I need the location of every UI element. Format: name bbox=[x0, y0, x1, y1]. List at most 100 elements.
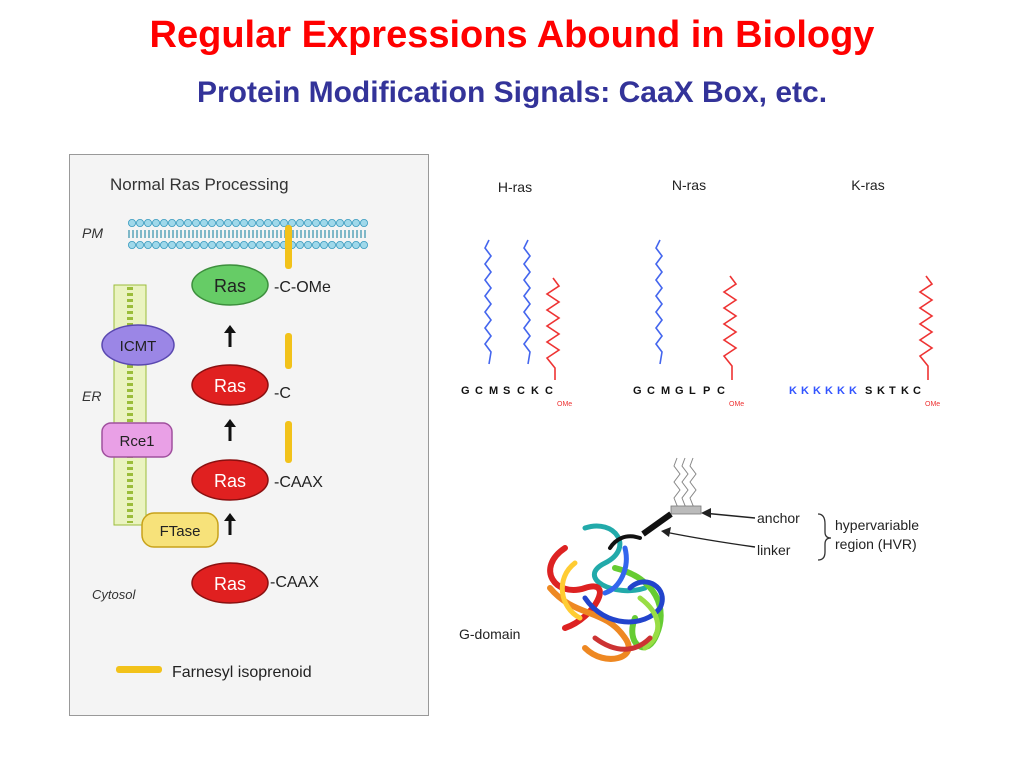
palmitoyl-chain bbox=[655, 239, 663, 365]
ftase-label: FTase bbox=[160, 523, 201, 540]
legend-swatch bbox=[116, 666, 162, 673]
lipid-head bbox=[335, 219, 344, 228]
palmitoyl-chain bbox=[484, 239, 492, 365]
farnesyl-bar bbox=[285, 333, 292, 369]
svg-text:C: C bbox=[717, 385, 725, 397]
lipid-head bbox=[303, 219, 312, 228]
rce1-label: Rce1 bbox=[119, 433, 154, 450]
up-arrow bbox=[224, 419, 236, 441]
stage-label: -C bbox=[274, 385, 291, 402]
lipid-head bbox=[207, 219, 216, 228]
ras-isoform-figure: H-ras N-ras K-ras G C M S C K C OMe G C … bbox=[459, 177, 949, 662]
g-domain-structure bbox=[547, 523, 665, 662]
g-domain-label: G-domain bbox=[459, 626, 520, 642]
svg-text:C: C bbox=[647, 385, 655, 397]
lipid-head bbox=[327, 241, 336, 250]
svg-text:S: S bbox=[503, 385, 510, 397]
lipid-head bbox=[192, 241, 201, 250]
slide-title: Regular Expressions Abound in Biology bbox=[149, 14, 875, 56]
linker-label: linker bbox=[757, 542, 791, 558]
lipid-head bbox=[128, 219, 137, 228]
lipid-chains bbox=[484, 239, 934, 380]
lipid-head bbox=[199, 219, 208, 228]
farnesyl-chain bbox=[722, 275, 738, 380]
svg-text:K: K bbox=[877, 385, 885, 397]
stage-label: -CAAX bbox=[274, 474, 323, 491]
lipid-head bbox=[247, 241, 256, 250]
ras-label: Ras bbox=[214, 276, 246, 296]
lipid-head bbox=[319, 241, 328, 250]
svg-text:C: C bbox=[913, 385, 921, 397]
ras-processing-diagram: Normal Ras Processing PM ER ICMT Rce1 FT… bbox=[82, 175, 368, 681]
isoform-panel bbox=[463, 180, 949, 412]
legend-label: Farnesyl isoprenoid bbox=[172, 664, 312, 681]
icmt-label: ICMT bbox=[120, 338, 157, 355]
lipid-head bbox=[144, 241, 153, 250]
svg-text:P: P bbox=[703, 385, 710, 397]
lipid-head bbox=[351, 219, 360, 228]
svg-text:C: C bbox=[475, 385, 483, 397]
panel-heading: Normal Ras Processing bbox=[110, 175, 289, 194]
lipid-head bbox=[343, 219, 352, 228]
lipid-head bbox=[215, 219, 224, 228]
svg-text:G: G bbox=[675, 385, 684, 397]
nras-sequence: G C M G L P C OMe bbox=[633, 385, 744, 408]
svg-text:K: K bbox=[531, 385, 539, 397]
svg-text:G: G bbox=[461, 385, 470, 397]
lipid-head bbox=[311, 241, 320, 250]
lipid-head bbox=[327, 219, 336, 228]
farnesyl-chain bbox=[918, 275, 934, 380]
ras-protein bbox=[191, 364, 269, 406]
lipid-head bbox=[263, 241, 272, 250]
svg-text:M: M bbox=[489, 385, 498, 397]
lipid-head bbox=[184, 219, 193, 228]
er-label: ER bbox=[82, 388, 101, 404]
lipid-head bbox=[231, 219, 240, 228]
lipid-head bbox=[295, 241, 304, 250]
farnesyl-bar bbox=[285, 421, 292, 463]
ras-protein bbox=[191, 264, 269, 306]
up-arrow bbox=[224, 513, 236, 535]
er-membrane bbox=[113, 284, 147, 526]
lipid-head bbox=[311, 219, 320, 228]
ras-protein bbox=[191, 459, 269, 501]
slide-subtitle: Protein Modification Signals: CaaX Box, … bbox=[196, 76, 828, 109]
isoform-name: N-ras bbox=[672, 177, 706, 193]
cytosol-label: Cytosol bbox=[92, 587, 136, 602]
farnesyl-bar bbox=[285, 225, 292, 269]
lipid-head bbox=[303, 241, 312, 250]
lipid-head bbox=[359, 241, 368, 250]
svg-text:C: C bbox=[517, 385, 525, 397]
lipid-head bbox=[247, 219, 256, 228]
svg-text:L: L bbox=[689, 385, 696, 397]
anchor-arrow bbox=[702, 512, 756, 519]
svg-text:K: K bbox=[825, 385, 833, 397]
isoform-name: H-ras bbox=[498, 179, 532, 195]
plasma-membrane bbox=[128, 219, 368, 250]
ras-processing-panel: Normal Ras Processing PM ER ICMT Rce1 FT… bbox=[69, 154, 429, 716]
svg-text:C: C bbox=[545, 385, 553, 397]
svg-text:M: M bbox=[661, 385, 670, 397]
svg-text:K: K bbox=[789, 385, 797, 397]
lipid-head bbox=[136, 219, 145, 228]
svg-text:OMe: OMe bbox=[729, 401, 744, 408]
svg-text:S: S bbox=[865, 385, 872, 397]
ras-label: Ras bbox=[214, 376, 246, 396]
stage-label: -C-OMe bbox=[274, 279, 331, 296]
lipid-head bbox=[160, 241, 169, 250]
linker-arrowhead bbox=[661, 527, 671, 537]
anchor-arrowhead bbox=[701, 508, 711, 518]
hvr-lipids bbox=[673, 457, 697, 509]
ras-protein bbox=[191, 562, 269, 604]
lipid-head bbox=[255, 241, 264, 250]
svg-text:K: K bbox=[813, 385, 821, 397]
anchor-block bbox=[670, 505, 702, 515]
lipid-head bbox=[207, 241, 216, 250]
svg-text:K: K bbox=[801, 385, 809, 397]
svg-text:G: G bbox=[633, 385, 642, 397]
lipid-head bbox=[152, 241, 161, 250]
lipid-head bbox=[335, 241, 344, 250]
hvr-label-line1: hypervariable bbox=[835, 517, 919, 533]
lipid-head bbox=[263, 219, 272, 228]
lipid-head bbox=[128, 241, 137, 250]
